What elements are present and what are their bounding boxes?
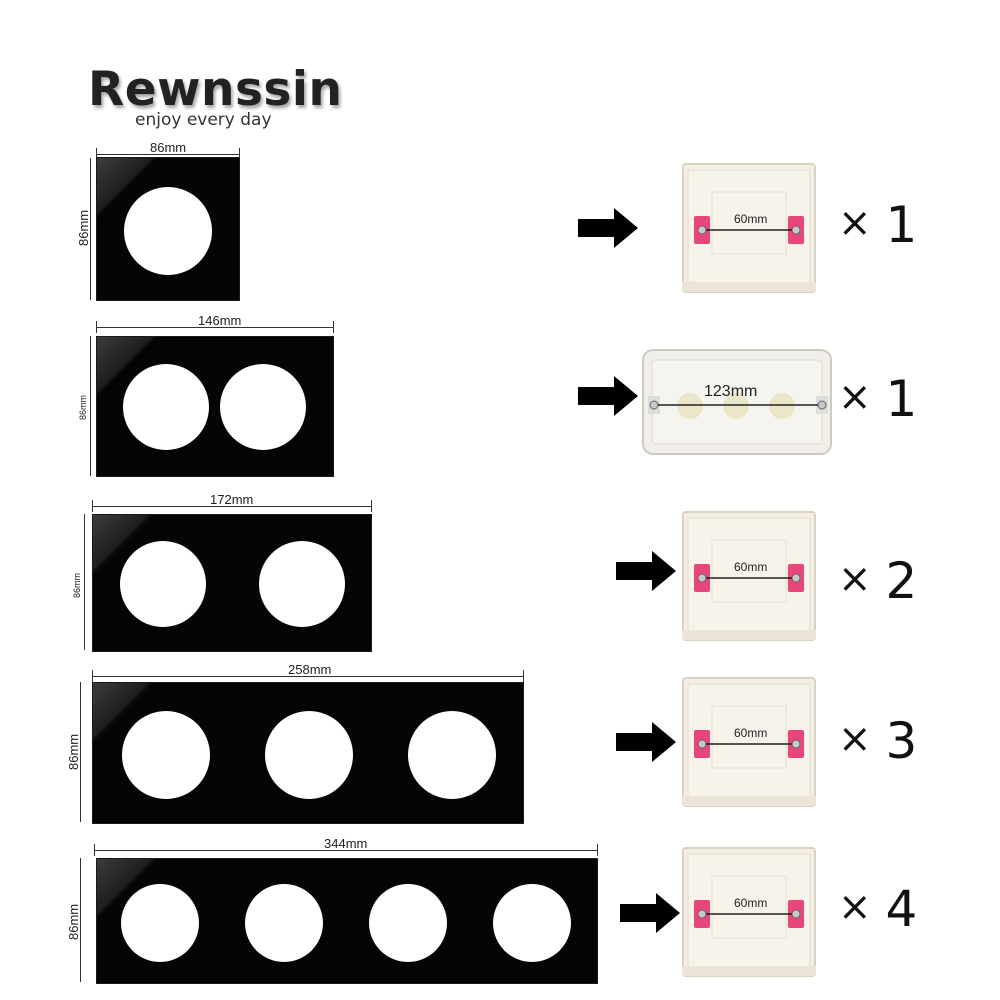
spacing-label: 60mm [734, 726, 768, 740]
switch-panel-1-gang [96, 157, 240, 301]
height-label: 86mm [66, 733, 81, 770]
socket-hole [124, 187, 212, 275]
switch-panel-3-gang [92, 682, 524, 824]
spacing-label: 60mm [734, 560, 768, 574]
width-label: 344mm [324, 836, 368, 851]
brand-tagline: enjoy every day [135, 110, 272, 130]
mounting-box-square: 60mm [678, 162, 820, 299]
width-dimension-line [94, 850, 597, 851]
socket-hole [259, 541, 345, 627]
width-label: 86mm [150, 140, 187, 155]
switch-panel-4-gang [96, 858, 598, 984]
switch-panel-2-gang [96, 336, 334, 477]
arrow-right-icon [578, 376, 638, 416]
width-dimension-line [92, 506, 371, 507]
height-dimension-line [84, 514, 85, 650]
socket-hole [122, 711, 210, 799]
height-label: 86mm [78, 394, 88, 420]
mounting-box-square: 60mm [678, 846, 820, 983]
socket-hole [121, 884, 199, 962]
mounting-box-square: 60mm [678, 676, 820, 813]
quantity-multiplier: ×2 [838, 552, 918, 610]
spacing-label: 60mm [734, 896, 768, 910]
arrow-right-icon [578, 208, 638, 248]
arrow-right-icon [616, 722, 676, 762]
height-dimension-line [80, 858, 81, 982]
width-dimension-line [96, 327, 333, 328]
height-dimension-line [80, 682, 81, 822]
quantity-multiplier: ×1 [838, 370, 918, 428]
quantity-multiplier: ×3 [838, 712, 918, 770]
spacing-label: 60mm [734, 212, 768, 226]
width-label: 172mm [210, 492, 254, 507]
quantity-multiplier: ×4 [838, 880, 918, 938]
spacing-label: 123mm [704, 383, 758, 400]
height-dimension-line [90, 336, 91, 476]
width-dimension-line [92, 676, 523, 677]
socket-hole [123, 364, 209, 450]
arrow-right-icon [616, 551, 676, 591]
arrow-right-icon [620, 893, 680, 933]
socket-hole [120, 541, 206, 627]
height-dimension-line [90, 158, 91, 300]
socket-hole [408, 711, 496, 799]
width-label: 146mm [198, 313, 242, 328]
socket-hole [493, 884, 571, 962]
height-label: 86mm [76, 209, 91, 246]
switch-panel-2-gang-wide [92, 514, 372, 652]
socket-hole [220, 364, 306, 450]
socket-hole [369, 884, 447, 962]
brand-logo: Rewnssin [88, 62, 343, 117]
width-label: 258mm [288, 662, 332, 677]
mounting-box-long: 123mm [640, 346, 836, 463]
height-label: 86mm [66, 903, 81, 940]
socket-hole [265, 711, 353, 799]
width-dimension-line [96, 154, 239, 155]
quantity-multiplier: ×1 [838, 196, 918, 254]
socket-hole [245, 884, 323, 962]
height-label: 86mm [72, 572, 82, 598]
mounting-box-square: 60mm [678, 510, 820, 647]
